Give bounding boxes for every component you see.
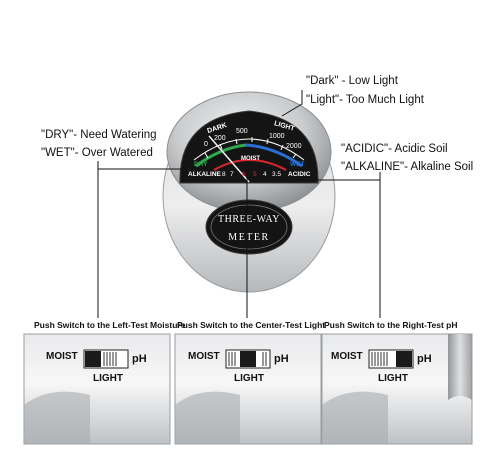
dial-ticks (204, 137, 297, 159)
light-scale-arc (193, 138, 305, 161)
callout-moisture-wet: "WET"- Over Watered (41, 147, 153, 159)
dial-ph-3-5: 3.5 (272, 171, 281, 178)
callout-light-light: "Light"- Too Much Light (306, 94, 425, 106)
switch-slider[interactable] (85, 351, 101, 367)
dial-label-moist: MOIST (241, 156, 260, 162)
dial-label-alkaline: ALKALINE (188, 171, 222, 178)
ph-scale-arc-red (213, 159, 287, 171)
meter-device: DARK LIGHT 0 200 500 1000 2000 DRY MOIST… (162, 91, 336, 293)
meter-needle (208, 135, 250, 183)
dial-ph-8: 8 (222, 171, 226, 178)
panel-label-light: LIGHT (93, 373, 123, 384)
dial-tick-1000: 1000 (269, 133, 285, 140)
dial-tick-500: 500 (236, 128, 248, 135)
dial-ph-4: 4 (263, 171, 267, 178)
switch-panel-left: Push Switch to the Left-Test Moisture MO… (23, 320, 186, 445)
panel-shading (175, 391, 240, 444)
dial-tick-0: 0 (204, 141, 208, 148)
panel-label-moist: MOIST (188, 351, 220, 362)
callout-ph-alkaline: "ALKALINE"- Alkaline Soil (341, 161, 473, 173)
moisture-scale-arc-blue (245, 143, 303, 168)
panel-label-light: LIGHT (234, 373, 264, 384)
dial-label-wet: WET (290, 161, 304, 168)
dial-label-acidic: ACIDIC (288, 171, 311, 178)
dial-label-dry: DRY (194, 161, 208, 168)
switch-slider[interactable] (240, 351, 256, 367)
panel-label-ph: pH (132, 353, 147, 365)
panel-caption: Push Switch to the Center-Test Light (177, 320, 325, 330)
leader-lines (97, 90, 381, 318)
callout-light-dark: "Dark" - Low Light (306, 75, 399, 87)
panel-label-moist: MOIST (46, 351, 78, 362)
panel-label-ph: pH (417, 353, 432, 365)
switch-panel-right: Push Switch to the Right-Test pH MOIST p… (321, 320, 473, 445)
switch-ribs (371, 352, 388, 366)
panel-caption: Push Switch to the Left-Test Moisture (34, 320, 186, 330)
three-way-badge-ring (210, 204, 288, 250)
callout-moisture-dry: "DRY"- Need Watering (41, 129, 157, 141)
switch-panel-center: Push Switch to the Center-Test Light MOI… (174, 320, 325, 445)
panel-caption: Push Switch to the Right-Test pH (324, 320, 457, 330)
panel-label-moist: MOIST (331, 351, 363, 362)
three-way-badge (205, 199, 293, 255)
callout-ph-acidic: "ACIDIC"- Acidic Soil (341, 143, 448, 155)
panel-shading (322, 391, 388, 444)
dial-tick-200: 200 (214, 135, 226, 142)
panel-knob (448, 334, 472, 400)
badge-line-2: METER (228, 232, 269, 243)
panel-label-ph: pH (274, 353, 289, 365)
moisture-scale-arc-green (195, 143, 247, 168)
switch-ribs (228, 352, 267, 366)
dial-face (179, 110, 319, 184)
dial-ph-6: 6 (242, 171, 246, 178)
dial-tick-2000: 2000 (286, 143, 302, 150)
switch-ribs (103, 352, 117, 366)
panel-label-light: LIGHT (378, 373, 408, 384)
panel-shading (24, 391, 90, 444)
dial-ph-5: 5 (253, 171, 257, 178)
badge-line-1: THREE-WAY (218, 214, 280, 225)
leader-light (281, 90, 303, 117)
switch-slider[interactable] (396, 351, 412, 367)
dial-ph-7: 7 (230, 171, 234, 178)
